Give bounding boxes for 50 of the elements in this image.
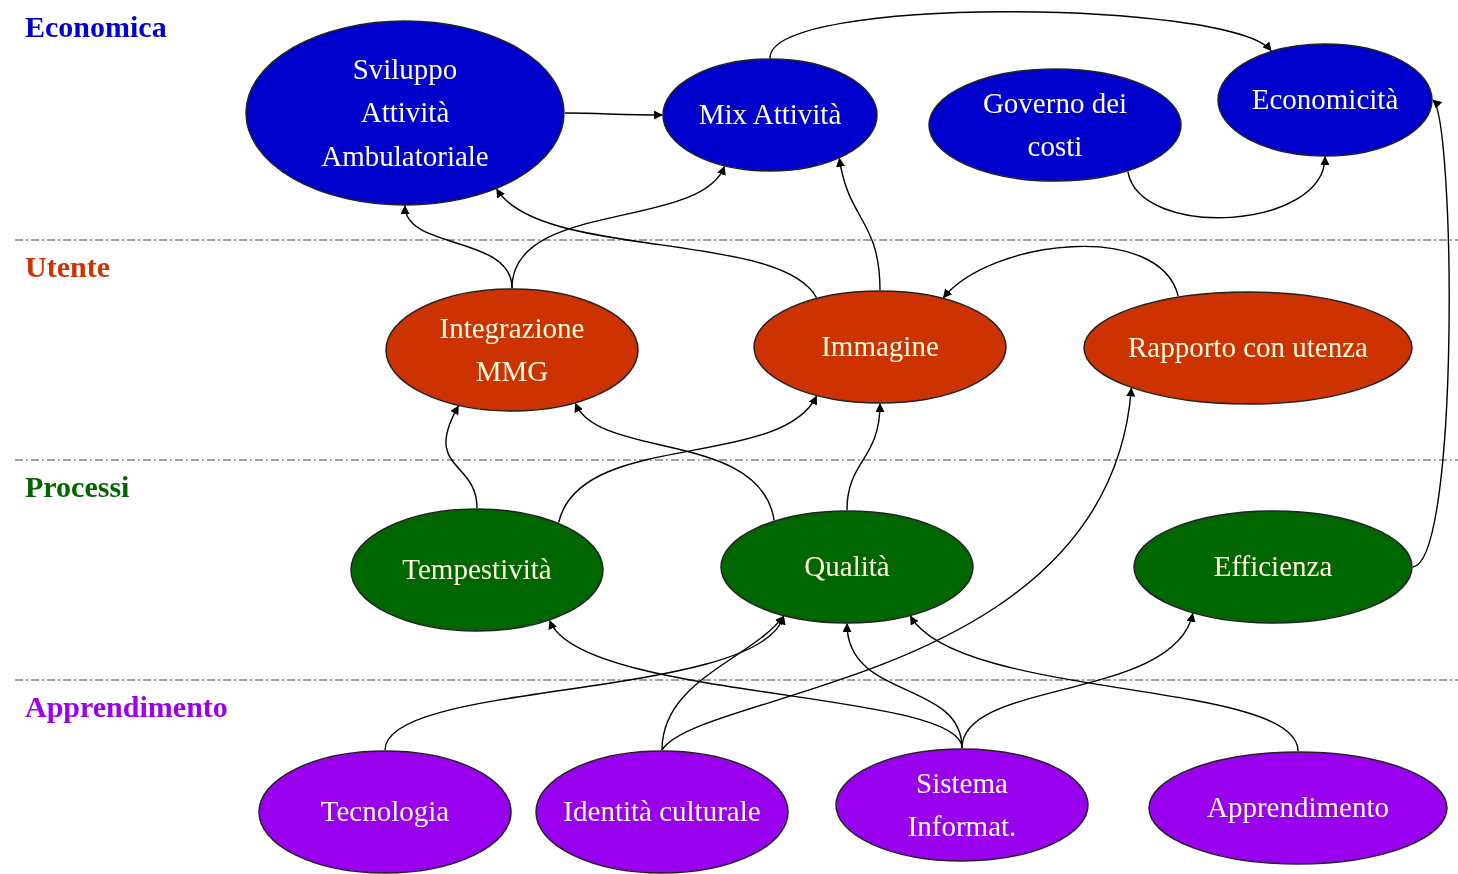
ellipse-node	[258, 750, 512, 874]
ellipse-node	[835, 748, 1089, 862]
ellipse-node	[385, 288, 639, 412]
node-label: Sistema Informat.	[906, 765, 1018, 844]
arrow	[1127, 156, 1328, 219]
arrow	[846, 403, 885, 511]
ellipse-node	[1217, 43, 1433, 157]
section-heading: Apprendimento	[25, 690, 228, 724]
section-heading: Utente	[25, 250, 110, 284]
ellipse-node	[753, 290, 1007, 404]
arrow	[942, 246, 1179, 299]
arrow	[843, 623, 963, 749]
node-label: Governo dei costi	[981, 85, 1129, 164]
node-label: Efficienza	[1213, 549, 1333, 585]
ellipse-node	[1083, 291, 1413, 405]
arrow	[769, 11, 1272, 59]
section-heading: Economica	[25, 10, 167, 44]
arrow	[909, 615, 1299, 752]
node-label: Apprendimento	[1207, 790, 1389, 826]
arrow	[961, 612, 1194, 749]
arrow	[564, 110, 663, 120]
node-label: Economicità	[1251, 82, 1399, 118]
node-label: Integrazione MMG	[438, 310, 586, 389]
arrow	[384, 615, 785, 751]
node-label: Sviluppo Attività Ambulatoriale	[320, 51, 490, 174]
node-label: Tempestività	[402, 552, 552, 588]
node-label: Immagine	[821, 329, 939, 365]
ellipse-node	[662, 58, 878, 172]
arrow	[574, 402, 775, 521]
arrow	[661, 387, 1135, 751]
ellipse-node	[720, 510, 974, 624]
ellipse-node	[928, 68, 1182, 182]
arrow	[836, 157, 881, 291]
node-label: Rapporto con utenza	[1128, 330, 1368, 366]
arrow	[661, 615, 785, 751]
section-heading: Processi	[25, 470, 130, 504]
node-label: Qualità	[804, 549, 890, 585]
arrow	[557, 395, 818, 524]
arrow	[496, 188, 818, 299]
node-label: Identità culturale	[563, 794, 761, 830]
node-label: Mix Attività	[698, 97, 842, 133]
arrow	[445, 405, 478, 509]
ellipse-node	[350, 508, 604, 632]
arrow	[511, 165, 726, 289]
ellipse-node	[1148, 751, 1448, 865]
node-label: Tecnologia	[320, 794, 450, 830]
ellipse-node	[1133, 510, 1413, 624]
ellipse-node	[535, 750, 789, 874]
ellipse-node	[245, 20, 565, 206]
arrow	[1412, 99, 1450, 568]
